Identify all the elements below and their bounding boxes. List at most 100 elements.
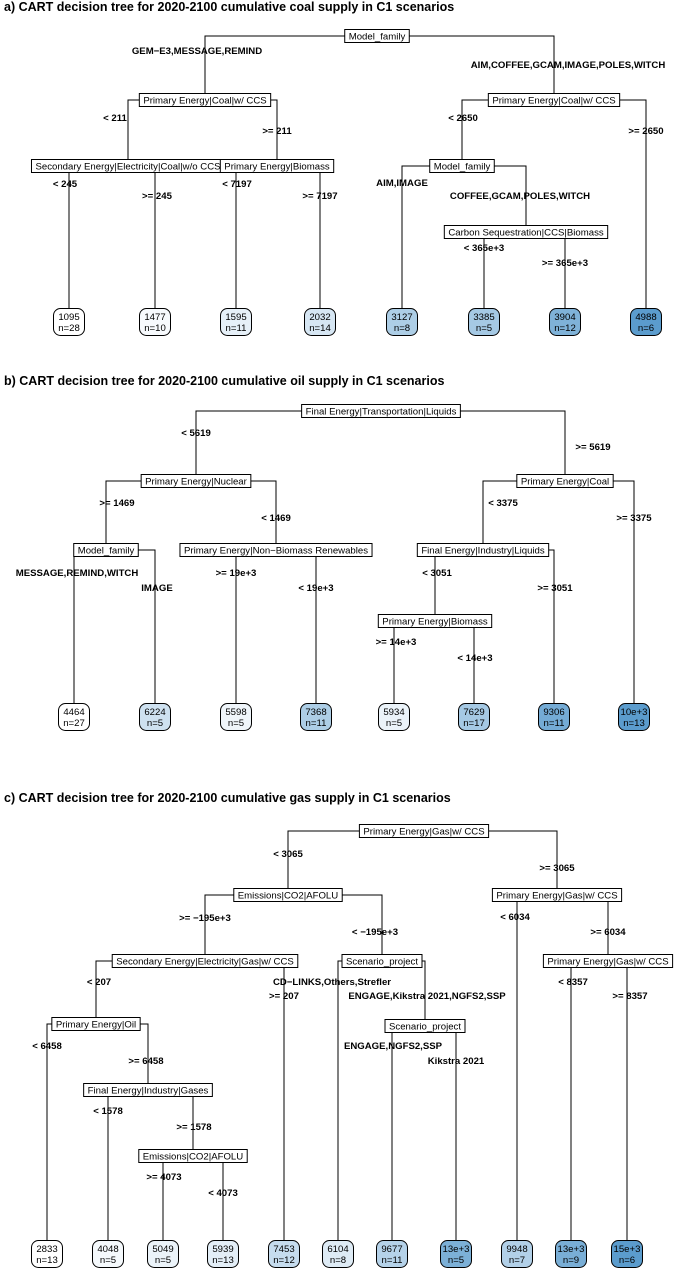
leaf-mean-value: 2032 — [309, 312, 330, 323]
branch-condition: CD−LINKS,Others,Strefler — [273, 977, 391, 988]
branch-condition: >= 7197 — [302, 191, 337, 202]
leaf-mean-value: 3385 — [473, 312, 494, 323]
leaf-box — [376, 1240, 408, 1268]
leaf-mean-value: 6104 — [327, 1244, 349, 1255]
branch-condition: Kikstra 2021 — [428, 1056, 485, 1067]
split-node-box — [516, 474, 614, 488]
split-node-box — [344, 29, 410, 43]
split-variable: Primary Energy|Coal|w/ CCS — [143, 95, 266, 106]
split-node-box — [83, 1083, 213, 1097]
branch-condition: < 7197 — [222, 179, 252, 190]
split-variable: Final Energy|Industry|Liquids — [421, 545, 545, 556]
split-node: Final Energy|Industry|Gases — [83, 1083, 213, 1097]
split-variable: Final Energy|Transportation|Liquids — [306, 406, 457, 417]
leaf-node: 13e+3n=9 — [555, 1240, 587, 1268]
split-variable: Scenario_project — [389, 1021, 461, 1032]
split-variable: Final Energy|Industry|Gases — [88, 1085, 209, 1096]
leaf-sample-count: n=13 — [212, 1255, 234, 1266]
branch-condition: < 245 — [53, 179, 78, 190]
branch-condition: >= 365e+3 — [542, 258, 588, 269]
branch-line — [381, 410, 566, 475]
branch-condition: AIM,COFFEE,GCAM,IMAGE,POLES,WITCH — [471, 60, 666, 71]
branch-line — [276, 549, 317, 704]
split-node: Secondary Energy|Electricity|Gas|w/ CCS — [111, 954, 299, 968]
branch-condition: < 207 — [87, 977, 111, 988]
split-node: Model_family — [344, 29, 410, 43]
leaf-mean-value: 4988 — [635, 312, 656, 323]
split-variable: Primary Energy|Non−Biomass Renewables — [184, 545, 368, 556]
leaf-mean-value: 5939 — [212, 1244, 233, 1255]
panel-gas-tree: c) CART decision tree for 2020-2100 cumu… — [4, 791, 674, 1268]
split-nodes: Primary Energy|Gas|w/ CCS Emissions|CO2|A… — [51, 824, 674, 1163]
branch-labels: GEM−E3,MESSAGE,REMIND AIM,COFFEE,GCAM,IMA… — [53, 46, 665, 269]
split-node: Secondary Energy|Electricity|Coal|w/o CC… — [30, 159, 226, 173]
leaf-box — [501, 1240, 533, 1268]
branch-condition: MESSAGE,REMIND,WITCH — [16, 568, 139, 579]
leaf-sample-count: n=11 — [226, 323, 247, 334]
split-variable: Primary Energy|Biomass — [224, 161, 330, 172]
leaf-mean-value: 7368 — [305, 707, 326, 718]
leaf-mean-value: 5934 — [383, 707, 405, 718]
split-node: Model_family — [429, 159, 495, 173]
split-node: Carbon Sequestration|CCS|Biomass — [443, 225, 609, 239]
leaf-sample-count: n=11 — [382, 1255, 403, 1266]
leaf-box — [53, 308, 85, 336]
split-node-box — [233, 888, 343, 902]
split-node: Primary Energy|Non−Biomass Renewables — [179, 543, 373, 557]
branch-line — [68, 165, 128, 309]
leaf-mean-value: 4464 — [63, 707, 85, 718]
branch-line — [482, 480, 565, 544]
branch-condition: >= 4073 — [146, 1172, 181, 1183]
split-node: Primary Energy|Coal|w/ CCS — [487, 93, 621, 107]
split-variable: Scenario_project — [346, 956, 418, 967]
leaf-mean-value: 3904 — [554, 312, 576, 323]
leaf-mean-value: 13e+3 — [443, 1244, 470, 1255]
branch-condition: >= 2650 — [628, 126, 663, 137]
branch-line — [608, 960, 628, 1241]
leaf-box — [147, 1240, 179, 1268]
split-node-box — [443, 225, 609, 239]
split-node-box — [138, 1149, 248, 1163]
split-node: Scenario_project — [384, 1019, 466, 1033]
split-variable: Primary Energy|Coal|w/ CCS — [492, 95, 615, 106]
branch-condition: >= 207 — [269, 991, 299, 1002]
branch-line — [461, 99, 554, 160]
branch-condition: < 3375 — [488, 498, 518, 509]
branch-condition: >= −195e+3 — [179, 913, 231, 924]
branch-condition: < 14e+3 — [457, 653, 492, 664]
split-node-box — [416, 543, 550, 557]
leaf-sample-count: n=5 — [476, 323, 492, 334]
branch-condition: >= 5619 — [575, 442, 610, 453]
branch-line — [95, 960, 205, 1018]
leaf-mean-value: 9306 — [543, 707, 564, 718]
leaf-box — [220, 703, 252, 731]
leaf-sample-count: n=5 — [155, 1255, 171, 1266]
leaf-box — [220, 308, 252, 336]
split-node: Primary Energy|Coal — [516, 474, 614, 488]
split-node-box — [140, 474, 252, 488]
branch-line — [287, 830, 424, 889]
split-variable: Emissions|CO2|AFOLU — [143, 1151, 243, 1162]
leaf-sample-count: n=5 — [147, 718, 163, 729]
branch-condition: GEM−E3,MESSAGE,REMIND — [132, 46, 262, 57]
leaf-box — [139, 703, 171, 731]
branch-condition: >= 1578 — [176, 1122, 212, 1133]
split-node-box — [384, 1019, 466, 1033]
leaf-sample-count: n=12 — [273, 1255, 295, 1266]
split-variable: Emissions|CO2|AFOLU — [238, 890, 338, 901]
branch-condition: < 6458 — [32, 1041, 62, 1052]
branch-line — [46, 1023, 96, 1241]
branch-condition: < 1578 — [93, 1106, 123, 1117]
split-node: Primary Energy|Gas|w/ CCS — [358, 824, 490, 838]
leaf-box — [207, 1240, 239, 1268]
